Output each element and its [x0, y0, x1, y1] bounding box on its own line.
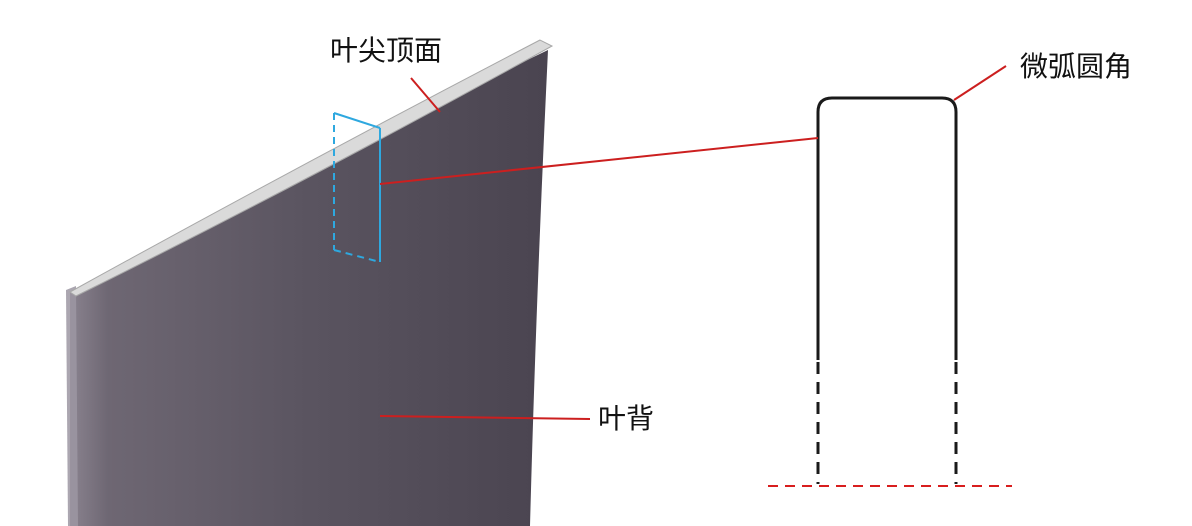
label-micro-arc-fillet: 微弧圆角 [1020, 50, 1132, 83]
tip-top-face [69, 39, 554, 297]
blade-back-surface [70, 50, 548, 526]
tip-profile-section [816, 96, 958, 484]
leader-tip-top-face [410, 77, 441, 113]
section-plane-marker [333, 112, 381, 263]
leader-micro-arc-fillet [953, 65, 1007, 101]
label-blade-back: 叶背 [598, 402, 654, 435]
leader-blade-back [379, 415, 591, 420]
leader-section-link [379, 137, 819, 185]
label-tip-top-face: 叶尖顶面 [330, 34, 442, 67]
blade-leading-edge [66, 286, 78, 526]
leader-lines [379, 65, 1007, 420]
